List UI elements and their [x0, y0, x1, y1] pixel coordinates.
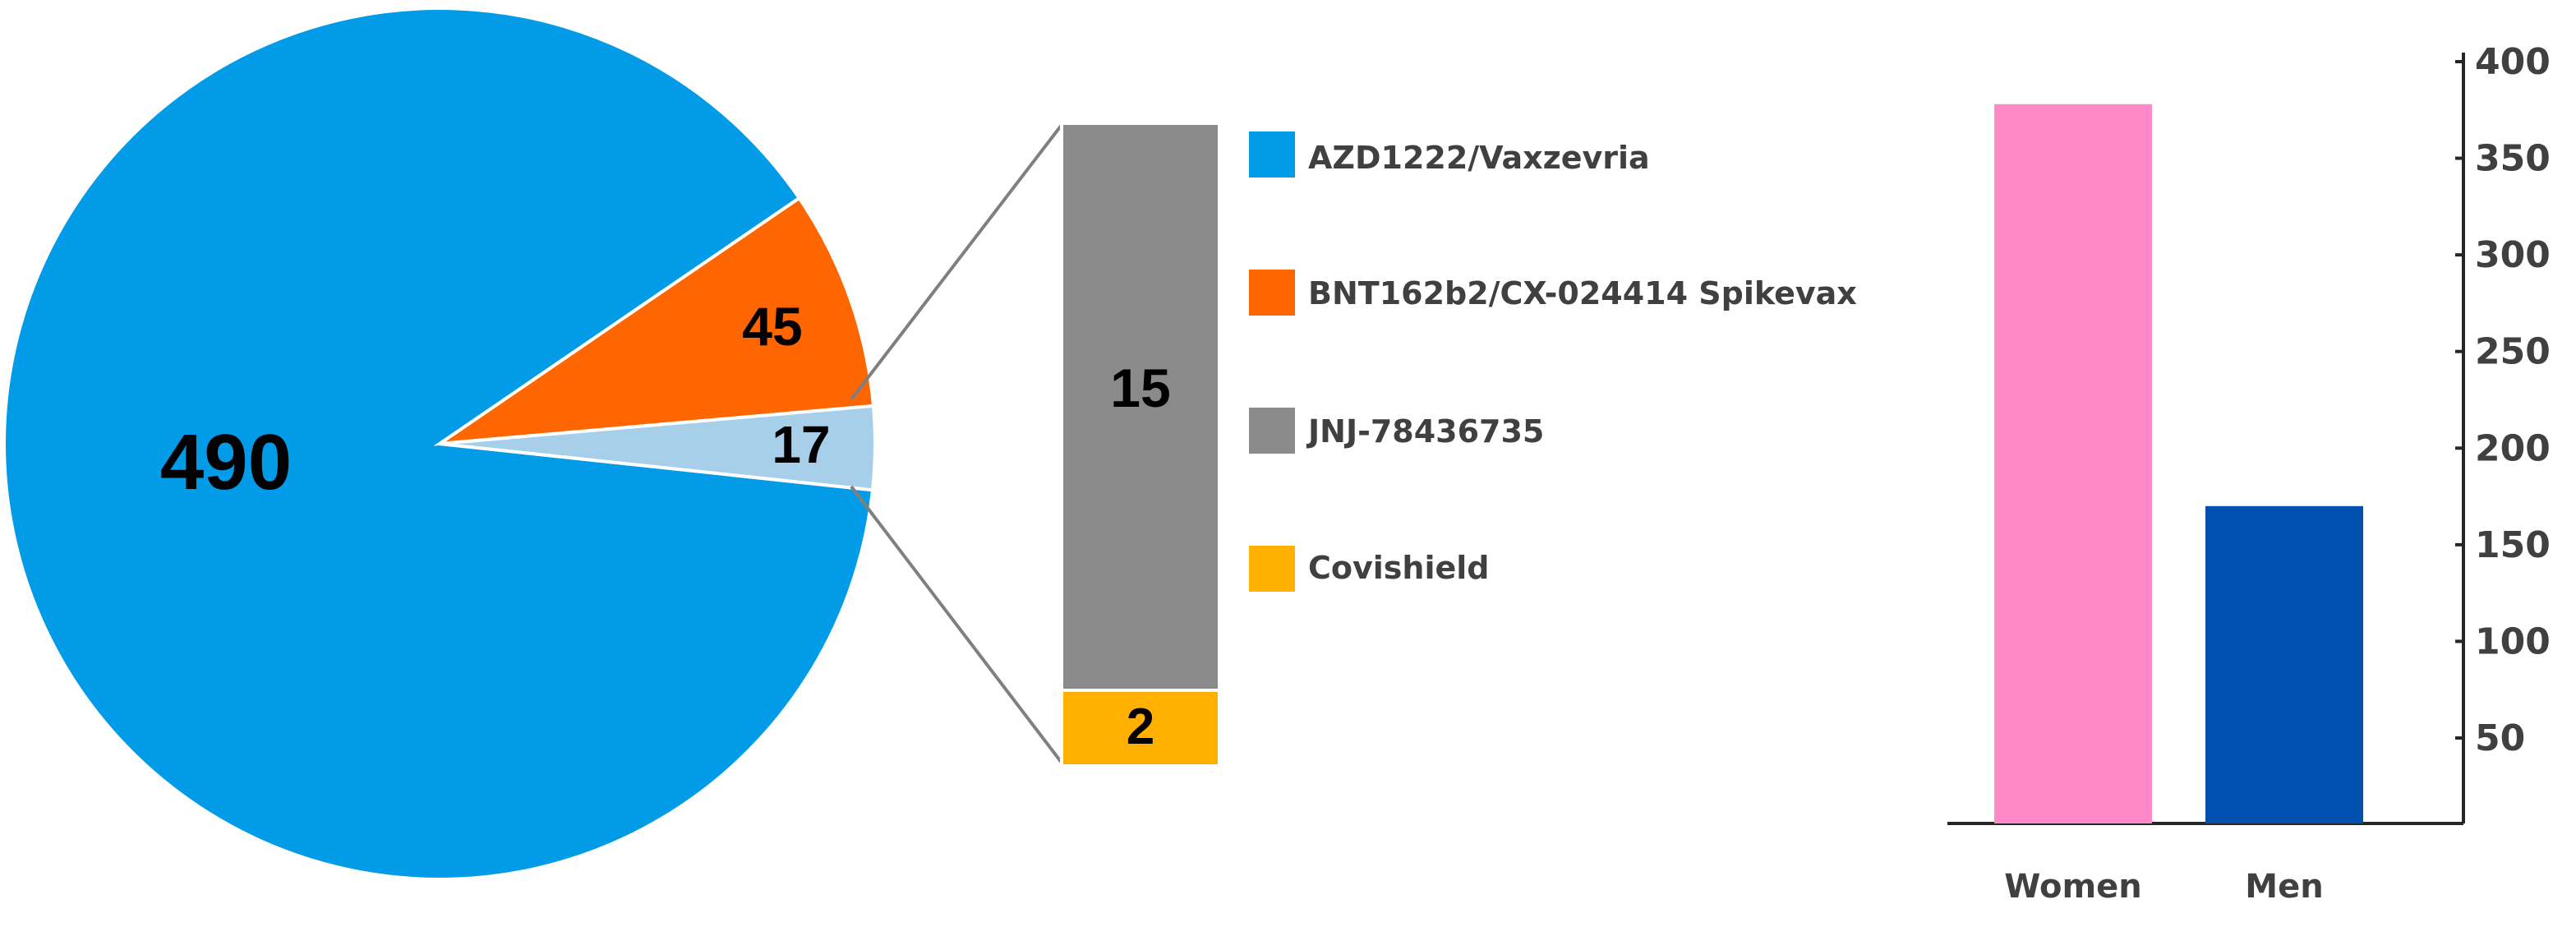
legend-label-azd1222: AZD1222/Vaxzevria — [1308, 140, 1650, 176]
y-tick-label: 200 — [2475, 427, 2551, 469]
breakdown-stacked-bar: 15 2 — [1060, 122, 1221, 768]
y-axis-ticks: 50 100 150 200 250 300 350 400 — [2455, 41, 2551, 759]
connector-line-top — [850, 123, 1063, 401]
pie-slice-bnt162b2 — [433, 196, 876, 446]
gender-bar-chart: Women Men 50 100 150 200 250 300 350 400 — [1947, 41, 2551, 906]
legend-label-jnj: JNJ-78436735 — [1306, 413, 1544, 450]
stack-segment-covishield — [1060, 689, 1221, 768]
y-tick-label: 400 — [2475, 41, 2551, 83]
bar-men — [2205, 505, 2363, 823]
connector-line-bottom — [850, 485, 1063, 764]
vaccine-pie-chart: 490 45 17 — [2, 6, 877, 881]
stack-label-15: 15 — [1110, 357, 1170, 418]
y-tick-label: 350 — [2475, 138, 2551, 180]
pie-label-17: 17 — [772, 415, 830, 474]
y-tick-label: 300 — [2475, 234, 2551, 276]
legend: AZD1222/Vaxzevria BNT162b2/CX-024414 Spi… — [1249, 131, 1857, 592]
y-tick-label: 50 — [2475, 717, 2525, 759]
y-tick-label: 250 — [2475, 331, 2551, 373]
legend-swatch-jnj — [1249, 408, 1295, 454]
legend-swatch-covishield — [1249, 546, 1295, 592]
category-label-women: Women — [2004, 868, 2141, 906]
category-label-men: Men — [2245, 868, 2323, 906]
stack-label-2: 2 — [1127, 699, 1154, 755]
pie-label-490: 490 — [160, 418, 292, 506]
legend-label-bnt162b2: BNT162b2/CX-024414 Spikevax — [1308, 275, 1857, 311]
pie-label-45: 45 — [742, 296, 802, 357]
pie-slice-exploded-group — [439, 404, 877, 492]
bar-women — [1994, 104, 2152, 824]
legend-swatch-azd1222 — [1249, 131, 1295, 178]
y-tick-label: 150 — [2475, 524, 2551, 566]
y-tick-label: 100 — [2475, 620, 2551, 662]
legend-swatch-bnt162b2 — [1249, 270, 1295, 316]
legend-label-covishield: Covishield — [1308, 550, 1490, 586]
